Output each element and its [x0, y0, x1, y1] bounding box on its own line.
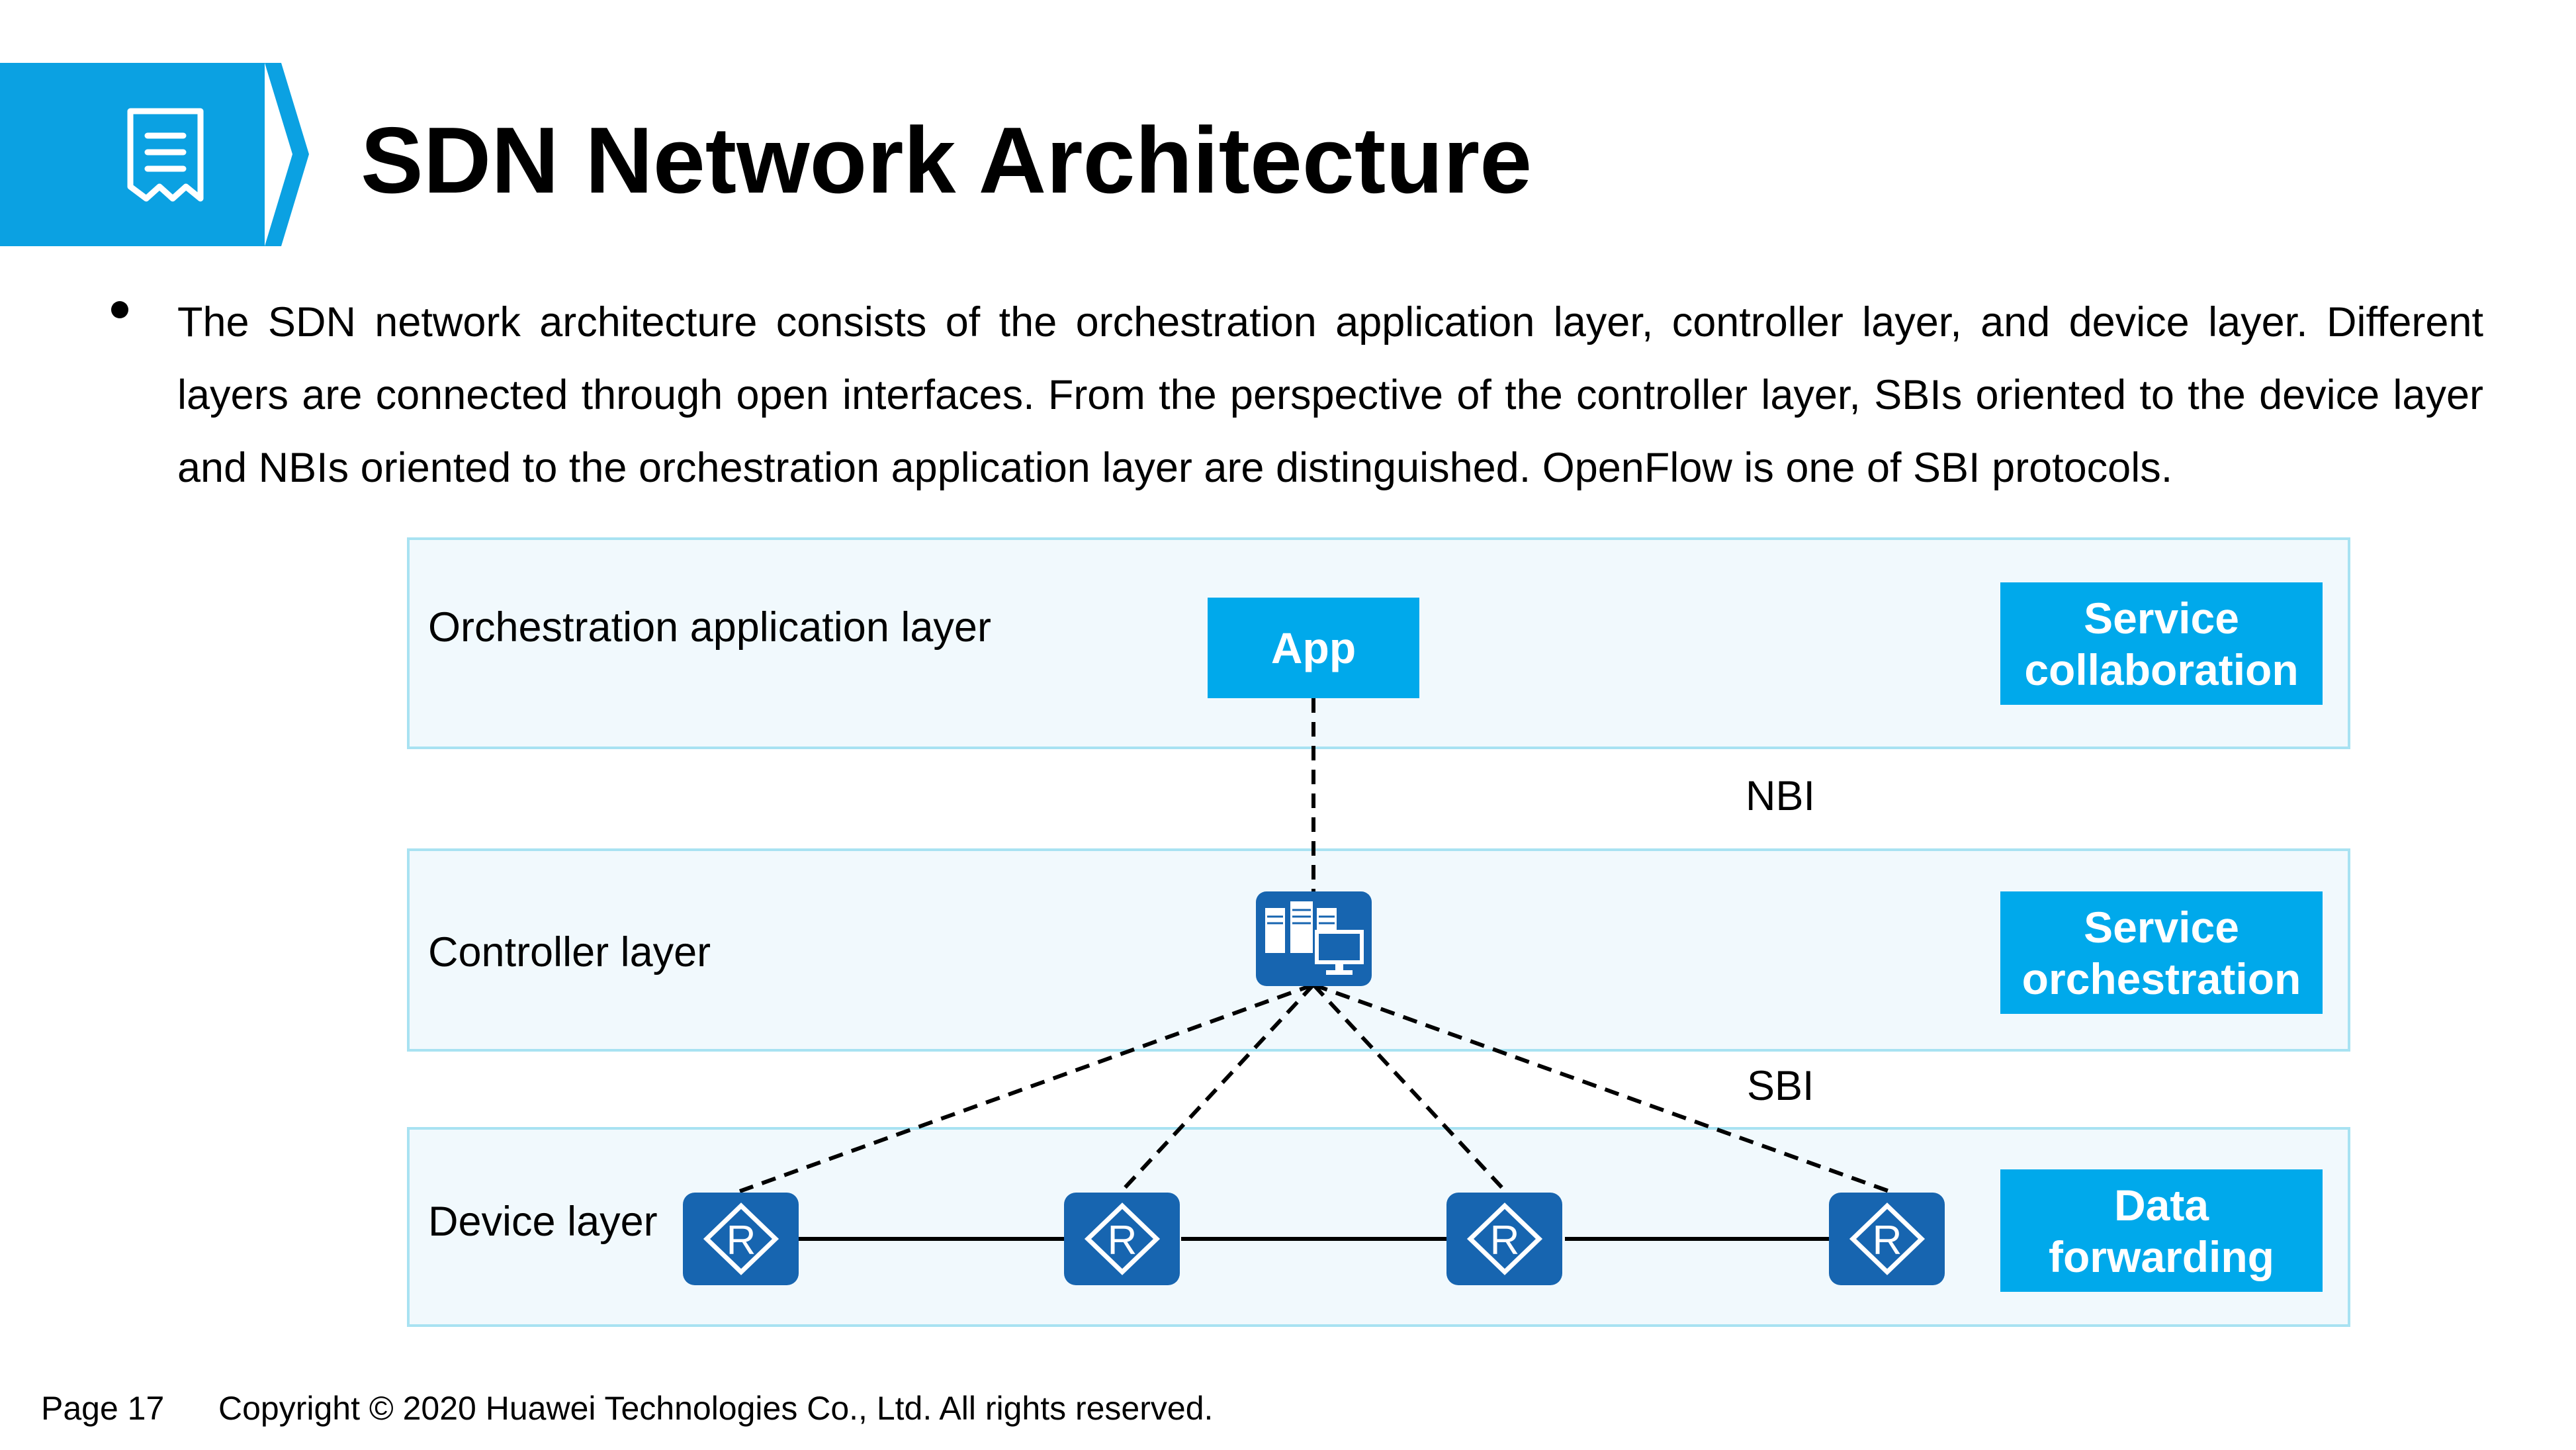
- router-glyph: R: [1873, 1218, 1902, 1263]
- device-layer-label: Device layer: [428, 1199, 658, 1245]
- router-glyph: R: [1108, 1218, 1137, 1263]
- bullet-text: The SDN network architecture consists of…: [177, 299, 2483, 491]
- nbi-label: NBI: [1746, 773, 1816, 819]
- page-title: SDN Network Architecture: [361, 108, 1532, 213]
- controller-layer-label: Controller layer: [428, 929, 711, 975]
- router-icon-1: R: [683, 1193, 799, 1285]
- data-forwarding-box: Data forwarding: [2000, 1169, 2323, 1292]
- document-icon: [127, 108, 204, 202]
- router-glyph: R: [1490, 1218, 1520, 1263]
- router-icon-3: R: [1446, 1193, 1562, 1285]
- router-glyph: R: [727, 1218, 756, 1263]
- app-box: App: [1208, 598, 1419, 698]
- router-icon-2: R: [1064, 1193, 1180, 1285]
- chevron-right-icon: [265, 63, 309, 246]
- controller-server-icon: [1256, 891, 1372, 986]
- orchestration-layer-label: Orchestration application layer: [428, 604, 991, 651]
- bullet-marker: [111, 301, 128, 318]
- sbi-connections: [738, 983, 1890, 1193]
- sbi-label: SBI: [1747, 1063, 1814, 1109]
- service-orchestration-box: Service orchestration: [2000, 891, 2323, 1014]
- router-icon-4: R: [1829, 1193, 1945, 1285]
- service-collaboration-box: Service collaboration: [2000, 582, 2323, 705]
- page-number: Page 17: [41, 1390, 165, 1427]
- copyright-notice: Copyright © 2020 Huawei Technologies Co.…: [218, 1390, 1214, 1427]
